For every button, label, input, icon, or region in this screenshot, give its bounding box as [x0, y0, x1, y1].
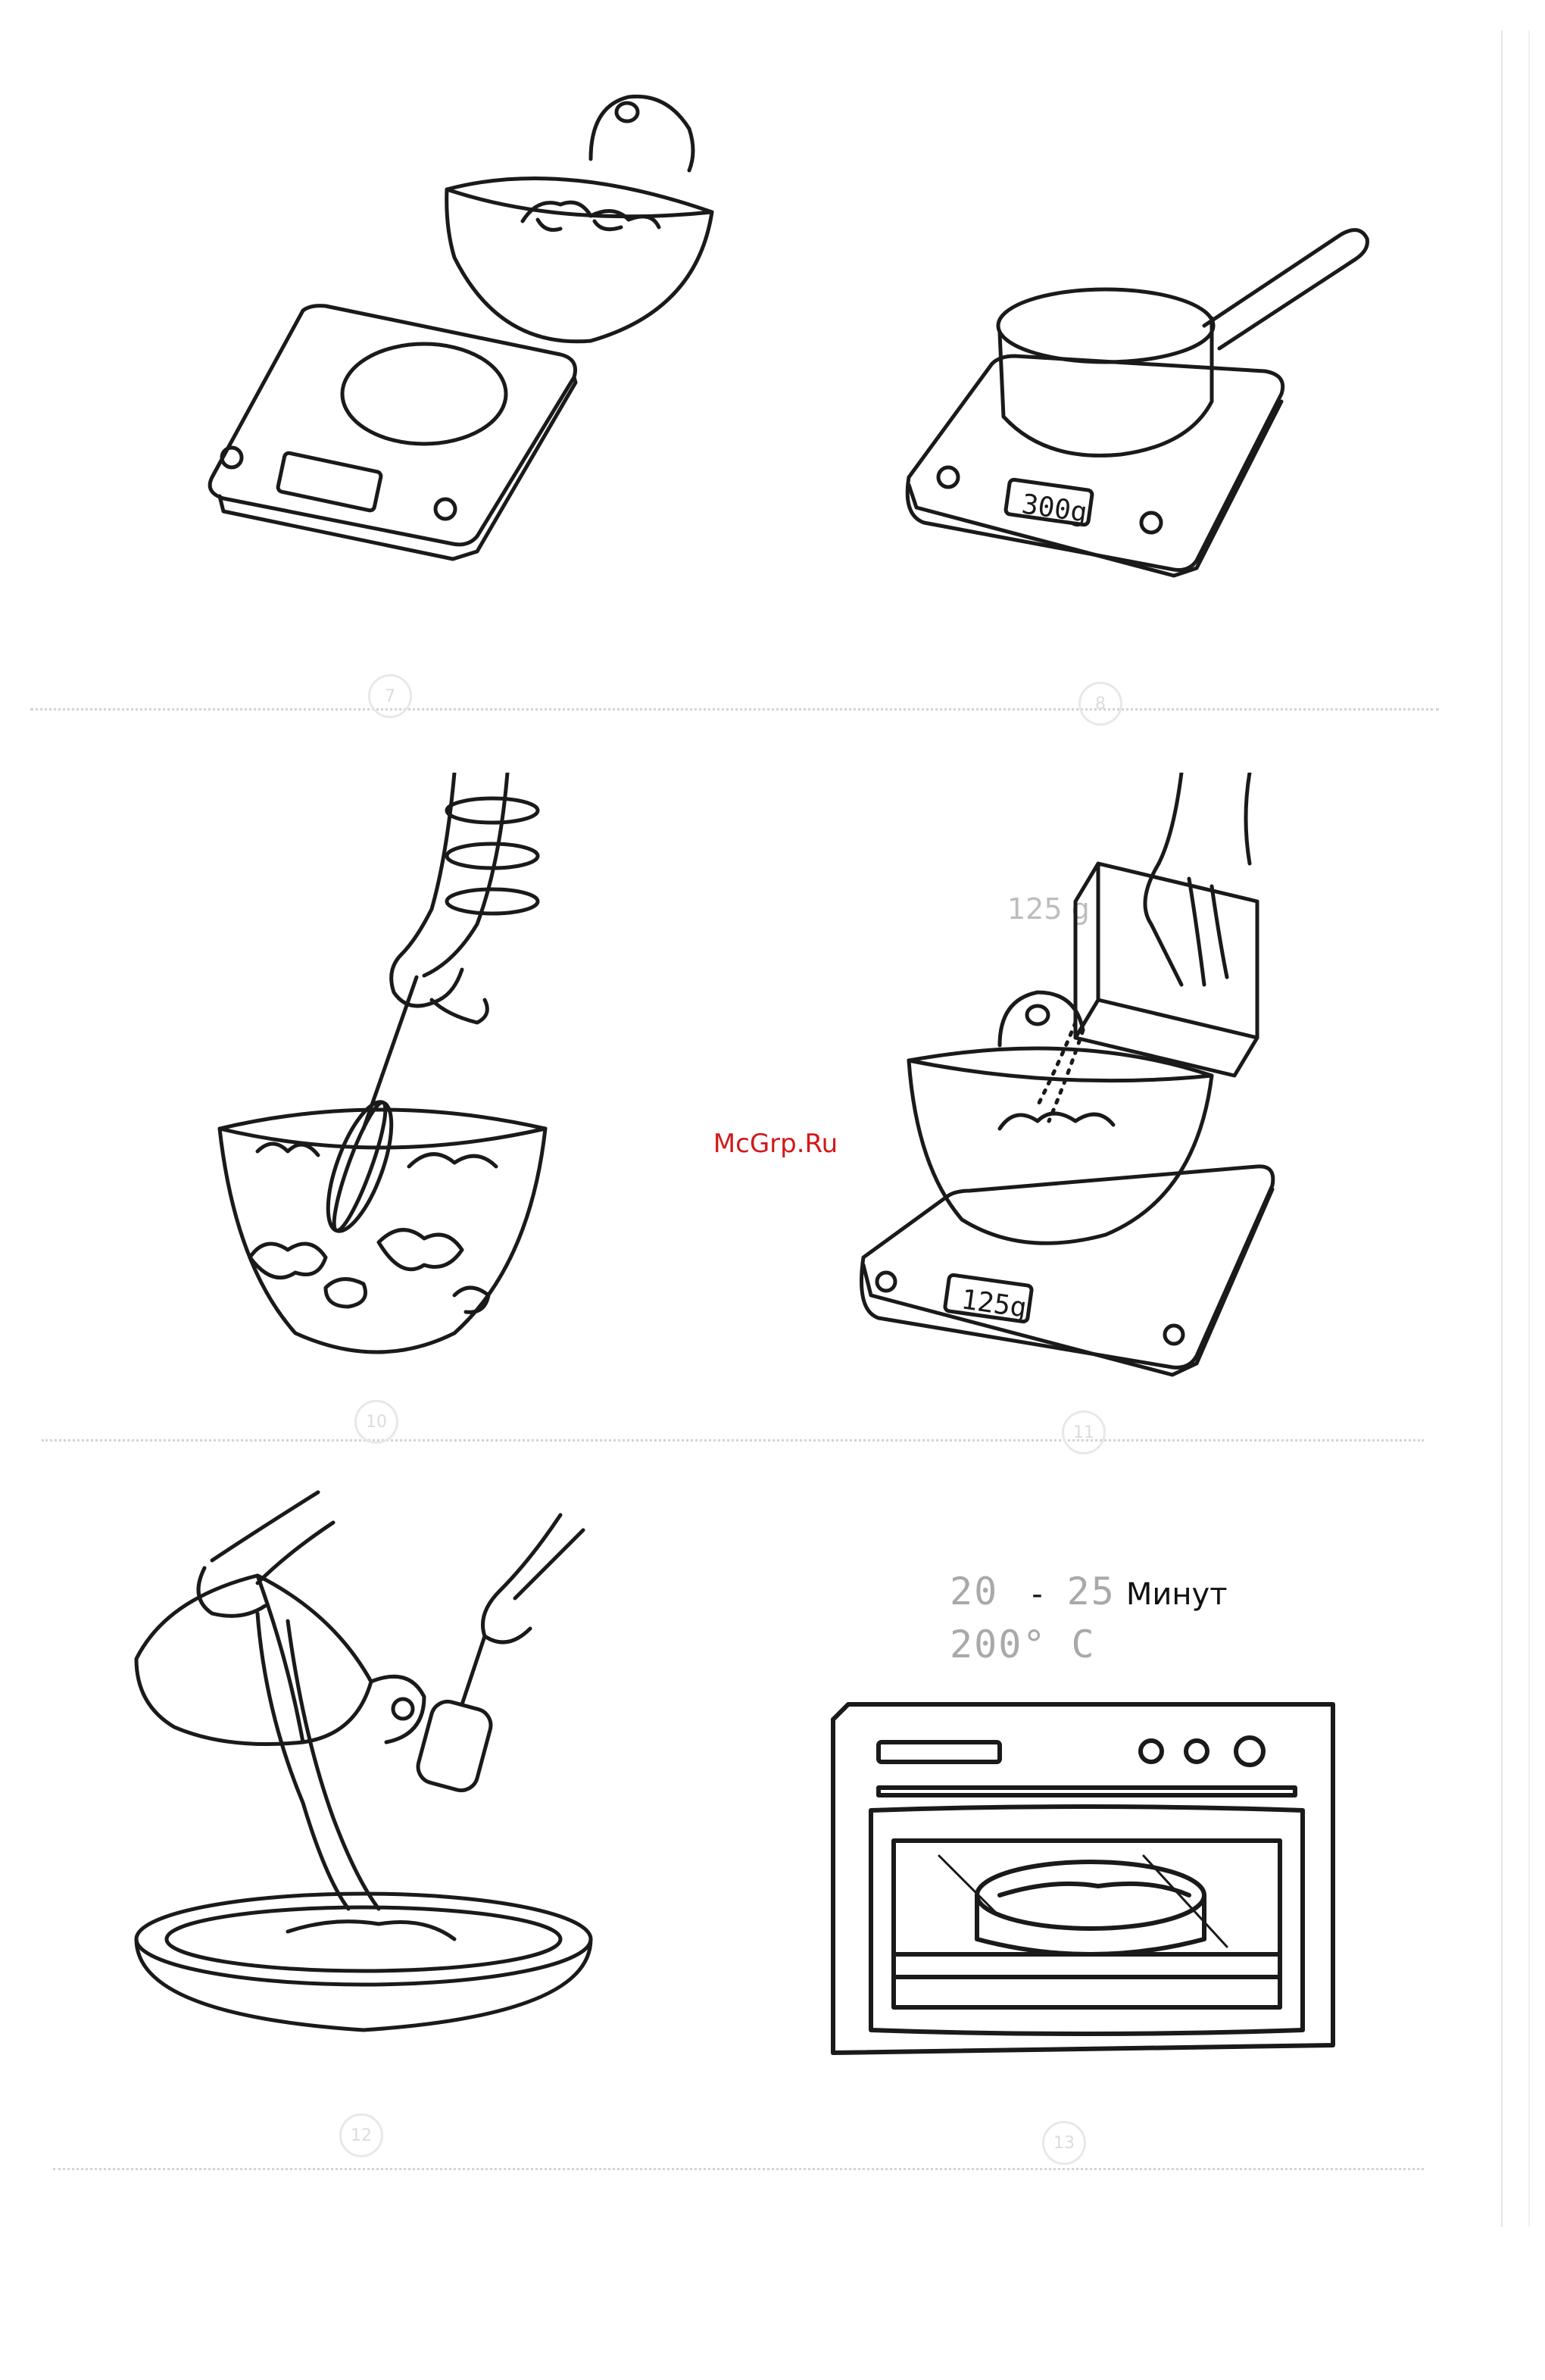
- saucepan-on-scale-drawing: 300g: [894, 220, 1386, 583]
- step-8-scale-reading: 300g: [1019, 489, 1089, 529]
- step-number-13: 13: [1042, 2121, 1086, 2165]
- step-number-11: 11: [1062, 1410, 1106, 1454]
- bowl-on-scale-drawing: [167, 83, 742, 568]
- baking-time-line: 20 - 25 Минут: [950, 1569, 1298, 1623]
- pouring-batter-drawing: [106, 1485, 621, 2075]
- whisking-bowl-drawing: [204, 773, 553, 1356]
- row-divider-1: [30, 708, 1439, 711]
- baking-time-and-temp: 20 - 25 Минут 200° C: [950, 1569, 1298, 1676]
- step-number-12: 12: [339, 2113, 383, 2157]
- step-number-10: 10: [354, 1400, 398, 1444]
- row-divider-2: [42, 1439, 1424, 1441]
- time-to: 25: [1067, 1569, 1116, 1613]
- step-number-7: 7: [368, 674, 412, 718]
- step-11-scale-reading: 125g: [960, 1284, 1029, 1324]
- watermark: McGrp.Ru: [700, 1129, 851, 1159]
- oven-drawing: [826, 1697, 1341, 2060]
- time-from: 20: [950, 1569, 998, 1613]
- step-10-illustration: [204, 773, 553, 1356]
- page-edge-shadow: [1501, 30, 1530, 2227]
- pouring-into-bowl-on-scale-drawing: 125g: [848, 773, 1303, 1379]
- step-12-illustration: [106, 1485, 621, 2075]
- step-7-illustration: [167, 83, 742, 568]
- temperature-line: 200° C: [950, 1623, 1298, 1676]
- step-number-8: 8: [1078, 682, 1122, 726]
- step-13-illustration: [826, 1697, 1341, 2060]
- step-11-illustration: 125g: [848, 773, 1303, 1379]
- oven-temperature: 200° C: [950, 1623, 1096, 1666]
- row-divider-3: [53, 2168, 1424, 2170]
- step-8-illustration: 300g: [894, 220, 1386, 583]
- time-unit: Минут: [1126, 1577, 1228, 1612]
- time-dash: -: [1032, 1577, 1042, 1612]
